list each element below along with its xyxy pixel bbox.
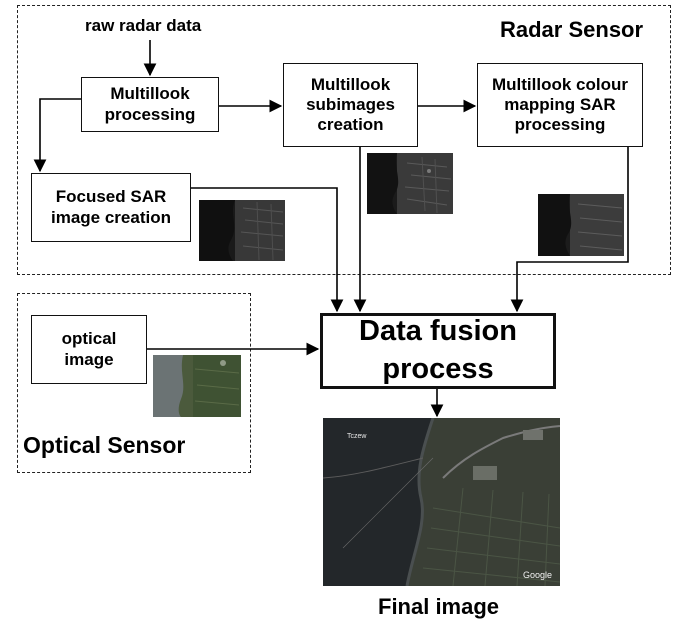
optical-sensor-group — [17, 293, 251, 473]
focused-sar-image-creation-box: Focused SAR image creation — [31, 173, 191, 242]
multilook-subimages-creation-box: Multillook subimages creation — [283, 63, 418, 147]
raw-radar-data-label: raw radar data — [85, 16, 202, 35]
radar-sensor-group — [17, 5, 671, 275]
multilook-processing-box: Multillook processing — [81, 77, 219, 132]
optical-image-thumbnail — [153, 355, 241, 417]
arrow-processing-to-focused — [33, 98, 81, 173]
colour-mapped-sar-thumbnail — [538, 194, 624, 256]
final-image-brand-label: Google — [523, 570, 552, 580]
final-fused-image: Tczew Google — [323, 418, 560, 586]
arrow-focused-to-fusion — [191, 187, 344, 313]
final-image-place-label: Tczew — [347, 433, 367, 440]
optical-sensor-title: Optical Sensor — [23, 432, 186, 458]
multilook-colour-mapping-box: Multillook colour mapping SAR processing — [477, 63, 643, 147]
arrow-colour-to-fusion — [510, 147, 629, 313]
final-image-caption: Final image — [378, 594, 500, 619]
optical-image-box: optical image — [31, 315, 147, 384]
sar-subimage-thumbnail — [367, 153, 453, 214]
radar-sensor-title: Radar Sensor — [500, 17, 644, 42]
data-fusion-process-box: Data fusion process — [320, 313, 556, 389]
focused-sar-thumbnail — [199, 200, 285, 261]
